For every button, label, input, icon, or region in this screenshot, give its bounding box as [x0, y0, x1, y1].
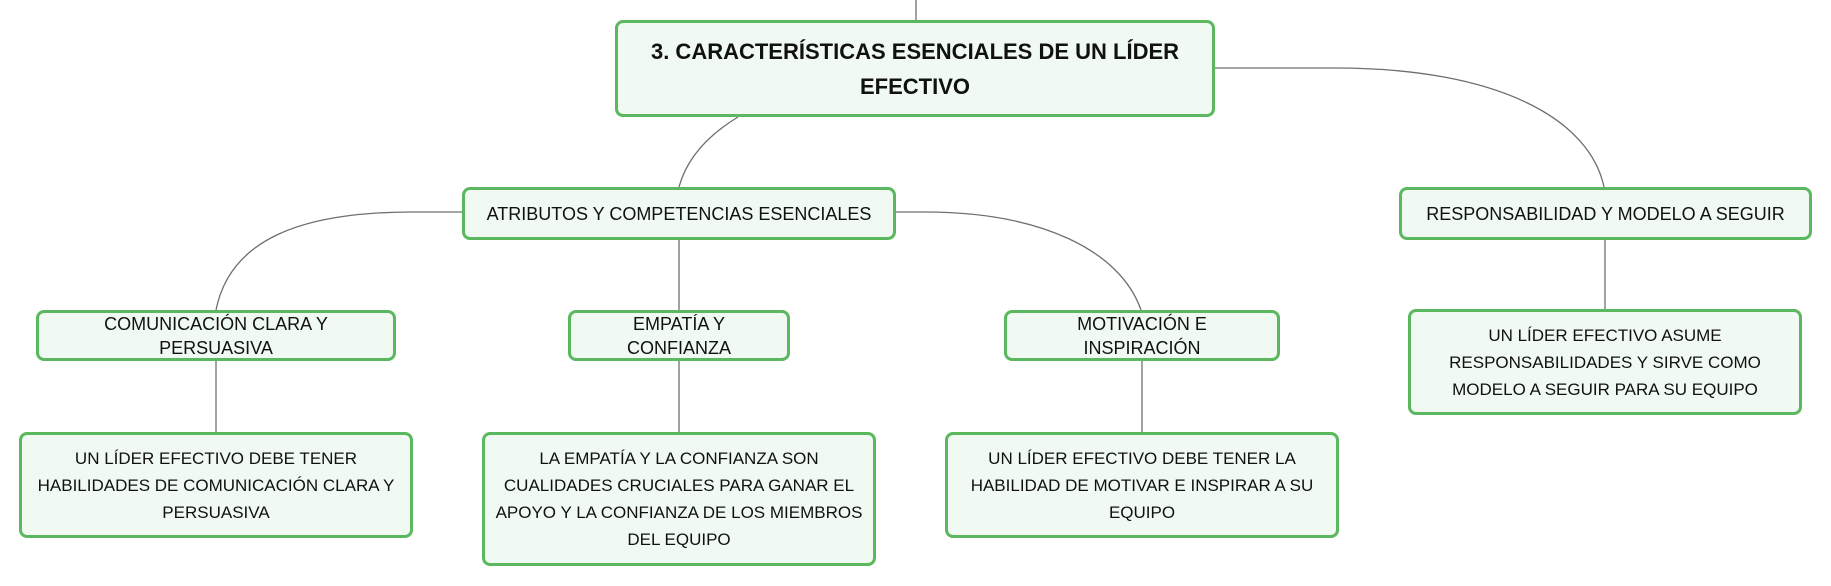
- sub-node-empatia[interactable]: EMPATÍA Y CONFIANZA: [568, 310, 790, 361]
- branch-node-label: RESPONSABILIDAD Y MODELO A SEGUIR: [1426, 203, 1785, 224]
- detail-node-motivacion[interactable]: UN LÍDER EFECTIVO DEBE TENER LA HABILIDA…: [945, 432, 1339, 538]
- connector-line: [1215, 67, 1605, 188]
- sub-node-label: MOTIVACIÓN E INSPIRACIÓN: [1077, 313, 1207, 358]
- detail-node-text: LA EMPATÍA Y LA CONFIANZA SON CUALIDADES…: [495, 449, 863, 549]
- branch-node-label: ATRIBUTOS Y COMPETENCIAS ESENCIALES: [486, 203, 872, 224]
- sub-node-motivacion[interactable]: MOTIVACIÓN E INSPIRACIÓN: [1004, 310, 1280, 361]
- detail-node-text: UN LÍDER EFECTIVO ASUME RESPONSABILIDADE…: [1449, 325, 1761, 399]
- connector-line: [678, 116, 739, 188]
- detail-node-responsabilidad[interactable]: UN LÍDER EFECTIVO ASUME RESPONSABILIDADE…: [1408, 309, 1802, 415]
- detail-node-comunicacion[interactable]: UN LÍDER EFECTIVO DEBE TENER HABILIDADES…: [19, 432, 413, 538]
- branch-node-responsabilidad[interactable]: RESPONSABILIDAD Y MODELO A SEGUIR: [1399, 187, 1812, 240]
- detail-node-text: UN LÍDER EFECTIVO DEBE TENER LA HABILIDA…: [970, 448, 1314, 522]
- detail-node-text: UN LÍDER EFECTIVO DEBE TENER HABILIDADES…: [37, 448, 395, 522]
- root-node-label: 3. CARACTERÍSTICAS ESENCIALES DE UN LÍDE…: [650, 38, 1180, 99]
- connector-line: [215, 211, 462, 311]
- sub-node-label: COMUNICACIÓN CLARA Y PERSUASIVA: [104, 313, 328, 358]
- root-node[interactable]: 3. CARACTERÍSTICAS ESENCIALES DE UN LÍDE…: [615, 20, 1215, 117]
- sub-node-label: EMPATÍA Y CONFIANZA: [626, 313, 731, 358]
- sub-node-comunicacion[interactable]: COMUNICACIÓN CLARA Y PERSUASIVA: [36, 310, 396, 361]
- branch-node-atributos[interactable]: ATRIBUTOS Y COMPETENCIAS ESENCIALES: [462, 187, 896, 240]
- detail-node-empatia[interactable]: LA EMPATÍA Y LA CONFIANZA SON CUALIDADES…: [482, 432, 876, 566]
- connector-line: [895, 211, 1142, 311]
